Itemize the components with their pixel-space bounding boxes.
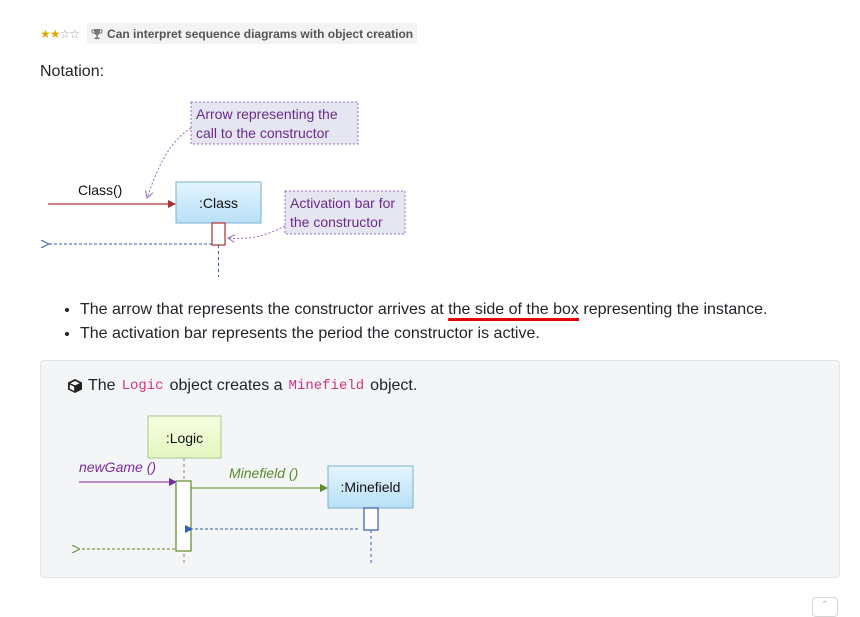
explanation-item: The arrow that represents the constructo… [80,298,767,322]
p1-after: representing the instance. [578,301,768,318]
example-title-post: object. [370,377,418,394]
notation-diagram: Arrow representing the call to the const… [0,101,406,277]
note-arrow-pointer [147,127,192,198]
example-title-mid: object creates a [169,377,283,394]
explanation-item: The activation bar represents the period… [80,322,767,346]
example-title-pre: The [88,377,116,394]
trophy-icon [91,28,103,39]
learning-outcome-badge: ★★☆☆ Can interpret sequence diagrams wit… [40,23,418,44]
example-diagram: :Logic newGame () Minefield () :Minefiel… [41,415,414,563]
minefield-call-label: Minefield () [229,465,298,481]
constructor-call-label: Class() [78,182,122,198]
logic-object-label: :Logic [166,430,203,446]
minefield-object-box [327,465,414,509]
explanation-list: The arrow that represents the constructo… [40,298,767,346]
stars-filled: ★★ [40,26,60,41]
difficulty-stars: ★★☆☆ [40,26,80,41]
note-activation-line1: Activation bar for [290,195,395,211]
note-arrow-line1: Arrow representing the [196,106,338,122]
example-panel: The Logic object creates a Minefield obj… [40,360,840,578]
chevron-up-icon: ⌃ [820,600,830,611]
minefield-activation-bar [363,507,379,531]
constructor-activation-bar [211,222,226,246]
logic-object-box [147,415,222,459]
outcome-label-box: Can interpret sequence diagrams with obj… [87,23,418,44]
minefield-object-label: :Minefield [341,479,401,495]
p1-highlight: the side of the box [448,301,579,318]
note-activation-pointer [228,225,286,239]
note-arrow-line2: call to the constructor [196,125,329,141]
newgame-call-label: newGame () [79,459,156,475]
cube-icon [68,379,82,393]
p1-before: The arrow that represents the constructo… [80,301,449,318]
note-activation-bar: Activation bar for the constructor [284,190,406,235]
note-arrow-call: Arrow representing the call to the const… [190,101,359,145]
notation-heading: Notation: [40,63,105,80]
stars-empty: ☆☆ [59,26,80,41]
example-title: The Logic object creates a Minefield obj… [67,377,417,395]
class-object-box [175,181,262,224]
code-logic: Logic [121,378,164,394]
scroll-to-top-button[interactable]: ⌃ [812,597,838,617]
class-object-label: :Class [199,195,238,211]
code-minefield: Minefield [288,378,365,394]
note-activation-line2: the constructor [290,214,383,230]
outcome-text: Can interpret sequence diagrams with obj… [107,26,414,41]
logic-activation-bar [175,480,192,552]
